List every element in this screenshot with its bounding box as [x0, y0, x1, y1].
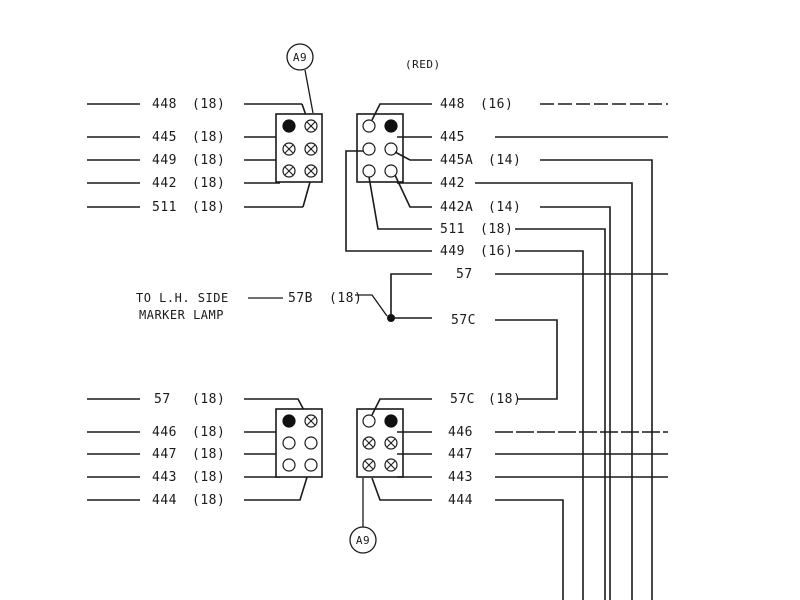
ul-wire-gauge: (18) — [192, 130, 225, 145]
ul-wire-num: 442 — [152, 176, 177, 191]
pin-open — [362, 142, 376, 156]
pin-filled — [384, 414, 398, 428]
ul-wire-gauge: (18) — [192, 97, 225, 112]
ll-wire-num: 444 — [152, 493, 177, 508]
ul-wire-gauge: (18) — [192, 200, 225, 215]
ur-wire-num: 448 — [440, 97, 465, 112]
pin-crossed — [304, 142, 318, 156]
ur-wire-gauge: (14) — [488, 153, 521, 168]
pin-open — [304, 436, 318, 450]
ul-wire-num: 448 — [152, 97, 177, 112]
ur-wire-num: 445A — [440, 153, 473, 168]
ur-wire-gauge: (16) — [480, 97, 513, 112]
ur-wire-gauge: (14) — [488, 200, 521, 215]
lower-left-labels: 57 (18) 446 (18) 447 (18) 443 (18) 444 (… — [87, 392, 309, 508]
connector-upper-left — [275, 113, 323, 183]
ur-wire-num: 442A — [440, 200, 473, 215]
ll-wire-num: 447 — [152, 447, 177, 462]
wire-57b-label: 57B — [288, 291, 313, 306]
ll-wire-gauge: (18) — [192, 470, 225, 485]
wire-57-label: 57 — [456, 267, 473, 282]
red-note: (RED) — [405, 58, 441, 71]
pin-crossed — [282, 164, 296, 178]
ll-wire-gauge: (18) — [192, 392, 225, 407]
pin-filled — [282, 414, 296, 428]
lr-wire-num: 57C — [450, 392, 475, 407]
middle-splice: 57 57C TO L.H. SIDE MARKER LAMP 57B (18) — [136, 267, 668, 400]
side-marker-label-line1: TO L.H. SIDE — [136, 291, 229, 305]
ll-wire-num: 443 — [152, 470, 177, 485]
connector-lower-left — [275, 408, 323, 478]
ur-wire-num: 445 — [440, 130, 465, 145]
pin-open — [362, 164, 376, 178]
ur-wire-gauge: (16) — [480, 244, 513, 259]
pin-crossed — [282, 142, 296, 156]
lower-right-bus-wires — [495, 431, 668, 600]
ur-wire-gauge: (18) — [480, 222, 513, 237]
pin-crossed — [362, 436, 376, 450]
lower-right-labels: 57C (18) 446 447 443 444 — [448, 392, 521, 508]
pin-open — [384, 164, 398, 178]
pin-open — [282, 436, 296, 450]
callout-top: A9 — [286, 43, 314, 114]
upper-right-bus-wires — [475, 103, 668, 600]
callout-top-label: A9 — [293, 51, 307, 64]
upper-right-leads — [345, 103, 432, 252]
splice-dot — [387, 314, 395, 322]
ul-wire-gauge: (18) — [192, 153, 225, 168]
pin-crossed — [304, 119, 318, 133]
ul-wire-num: 511 — [152, 200, 177, 215]
lr-wire-num: 447 — [448, 447, 473, 462]
ul-wire-gauge: (18) — [192, 176, 225, 191]
lr-wire-num: 443 — [448, 470, 473, 485]
pin-open — [362, 119, 376, 133]
pin-open — [362, 414, 376, 428]
pin-open — [384, 142, 398, 156]
pin-open — [304, 458, 318, 472]
callout-bottom-label: A9 — [356, 534, 370, 547]
ul-wire-num: 449 — [152, 153, 177, 168]
ll-wire-gauge: (18) — [192, 447, 225, 462]
wire-57c-label: 57C — [451, 313, 476, 328]
pin-crossed — [304, 164, 318, 178]
ll-wire-gauge: (18) — [192, 493, 225, 508]
connector-lower-right — [356, 408, 404, 478]
lr-wire-num: 446 — [448, 425, 473, 440]
ur-wire-num: 449 — [440, 244, 465, 259]
lower-right-leads — [371, 398, 432, 501]
ur-wire-num: 511 — [440, 222, 465, 237]
pin-open — [282, 458, 296, 472]
upper-right-labels: 448 (16) 445 445A (14) 442 442A (14) 511… — [440, 97, 521, 259]
ul-wire-num: 445 — [152, 130, 177, 145]
callout-bottom: A9 — [349, 478, 377, 554]
pin-crossed — [304, 414, 318, 428]
pin-crossed — [384, 436, 398, 450]
ll-wire-gauge: (18) — [192, 425, 225, 440]
connector-upper-right — [356, 113, 404, 183]
ll-wire-num: 57 — [154, 392, 171, 407]
side-marker-label-line2: MARKER LAMP — [139, 308, 224, 322]
ur-wire-num: 442 — [440, 176, 465, 191]
pin-filled — [384, 119, 398, 133]
pin-crossed — [384, 458, 398, 472]
ll-wire-num: 446 — [152, 425, 177, 440]
wire-57b-gauge: (18) — [329, 291, 362, 306]
upper-left-labels: 448 (18) 445 (18) 449 (18) 442 (18) 511 … — [87, 97, 311, 215]
pin-crossed — [362, 458, 376, 472]
lr-wire-num: 444 — [448, 493, 473, 508]
pin-filled — [282, 119, 296, 133]
lr-wire-gauge: (18) — [488, 392, 521, 407]
